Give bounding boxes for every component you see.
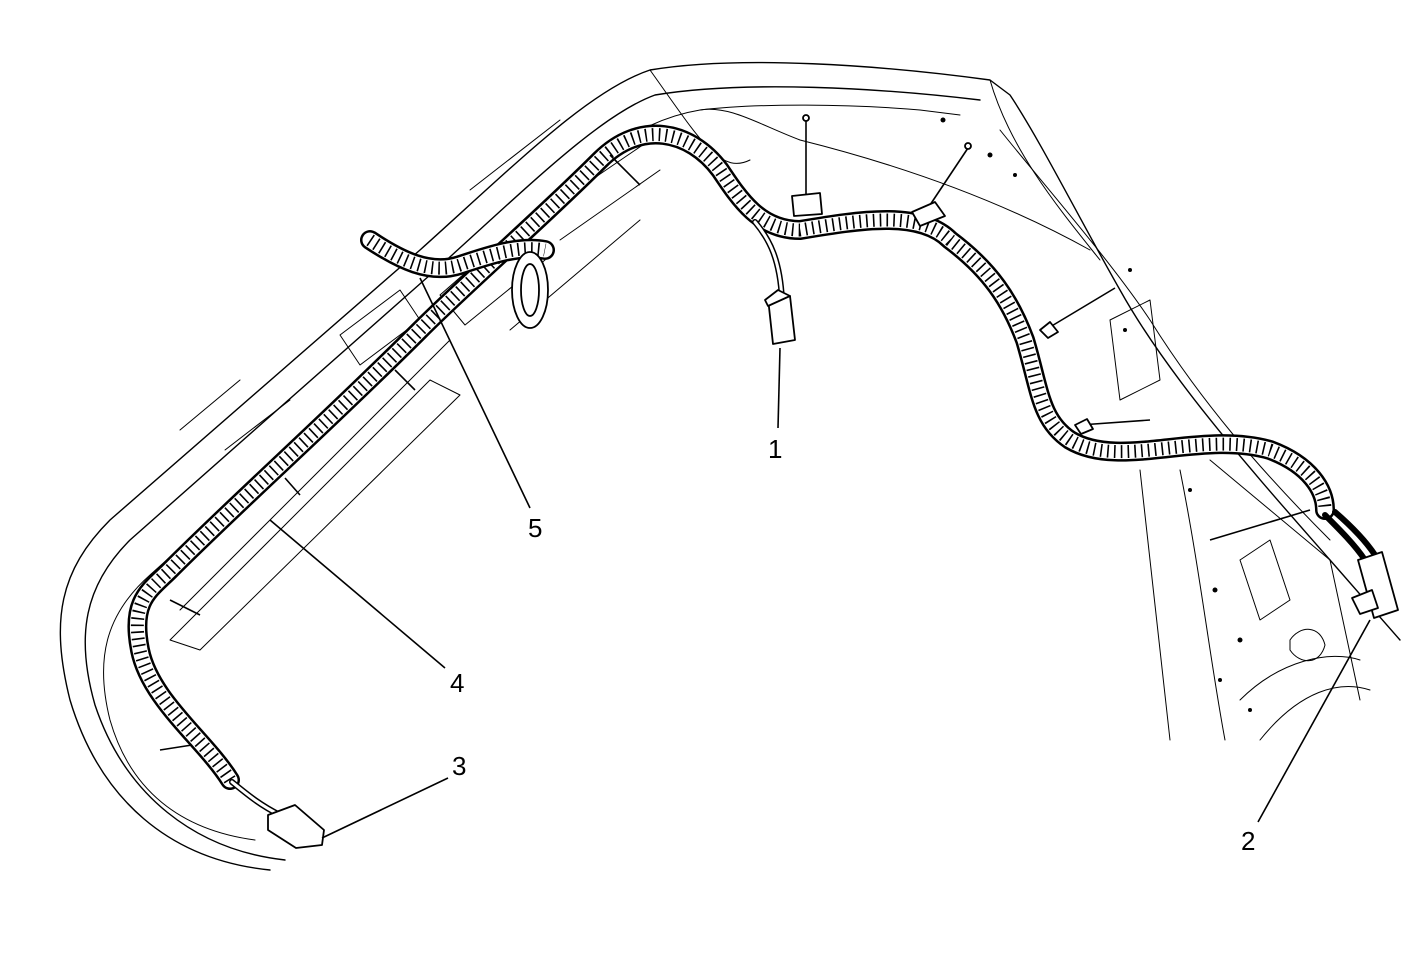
clip-icon	[1074, 418, 1094, 435]
callout-labels: 1 2 3 4 5	[450, 434, 1255, 856]
callout-4: 4	[450, 668, 464, 698]
connector-icon	[791, 192, 823, 217]
callout-2: 2	[1241, 826, 1255, 856]
mounted-connectors	[791, 114, 972, 227]
wiring-harness	[127, 124, 1335, 790]
callout-1: 1	[768, 434, 782, 464]
connector-icon	[911, 201, 946, 227]
connector-2	[1322, 509, 1399, 619]
connector-3	[229, 779, 325, 849]
callout-3: 3	[452, 751, 466, 781]
callout-5: 5	[528, 513, 542, 543]
connector-icon	[267, 804, 325, 849]
connector-1	[752, 219, 796, 345]
clip-icon	[1039, 321, 1059, 339]
retainer-clips	[159, 154, 1311, 751]
callout-leaders	[269, 277, 1371, 839]
